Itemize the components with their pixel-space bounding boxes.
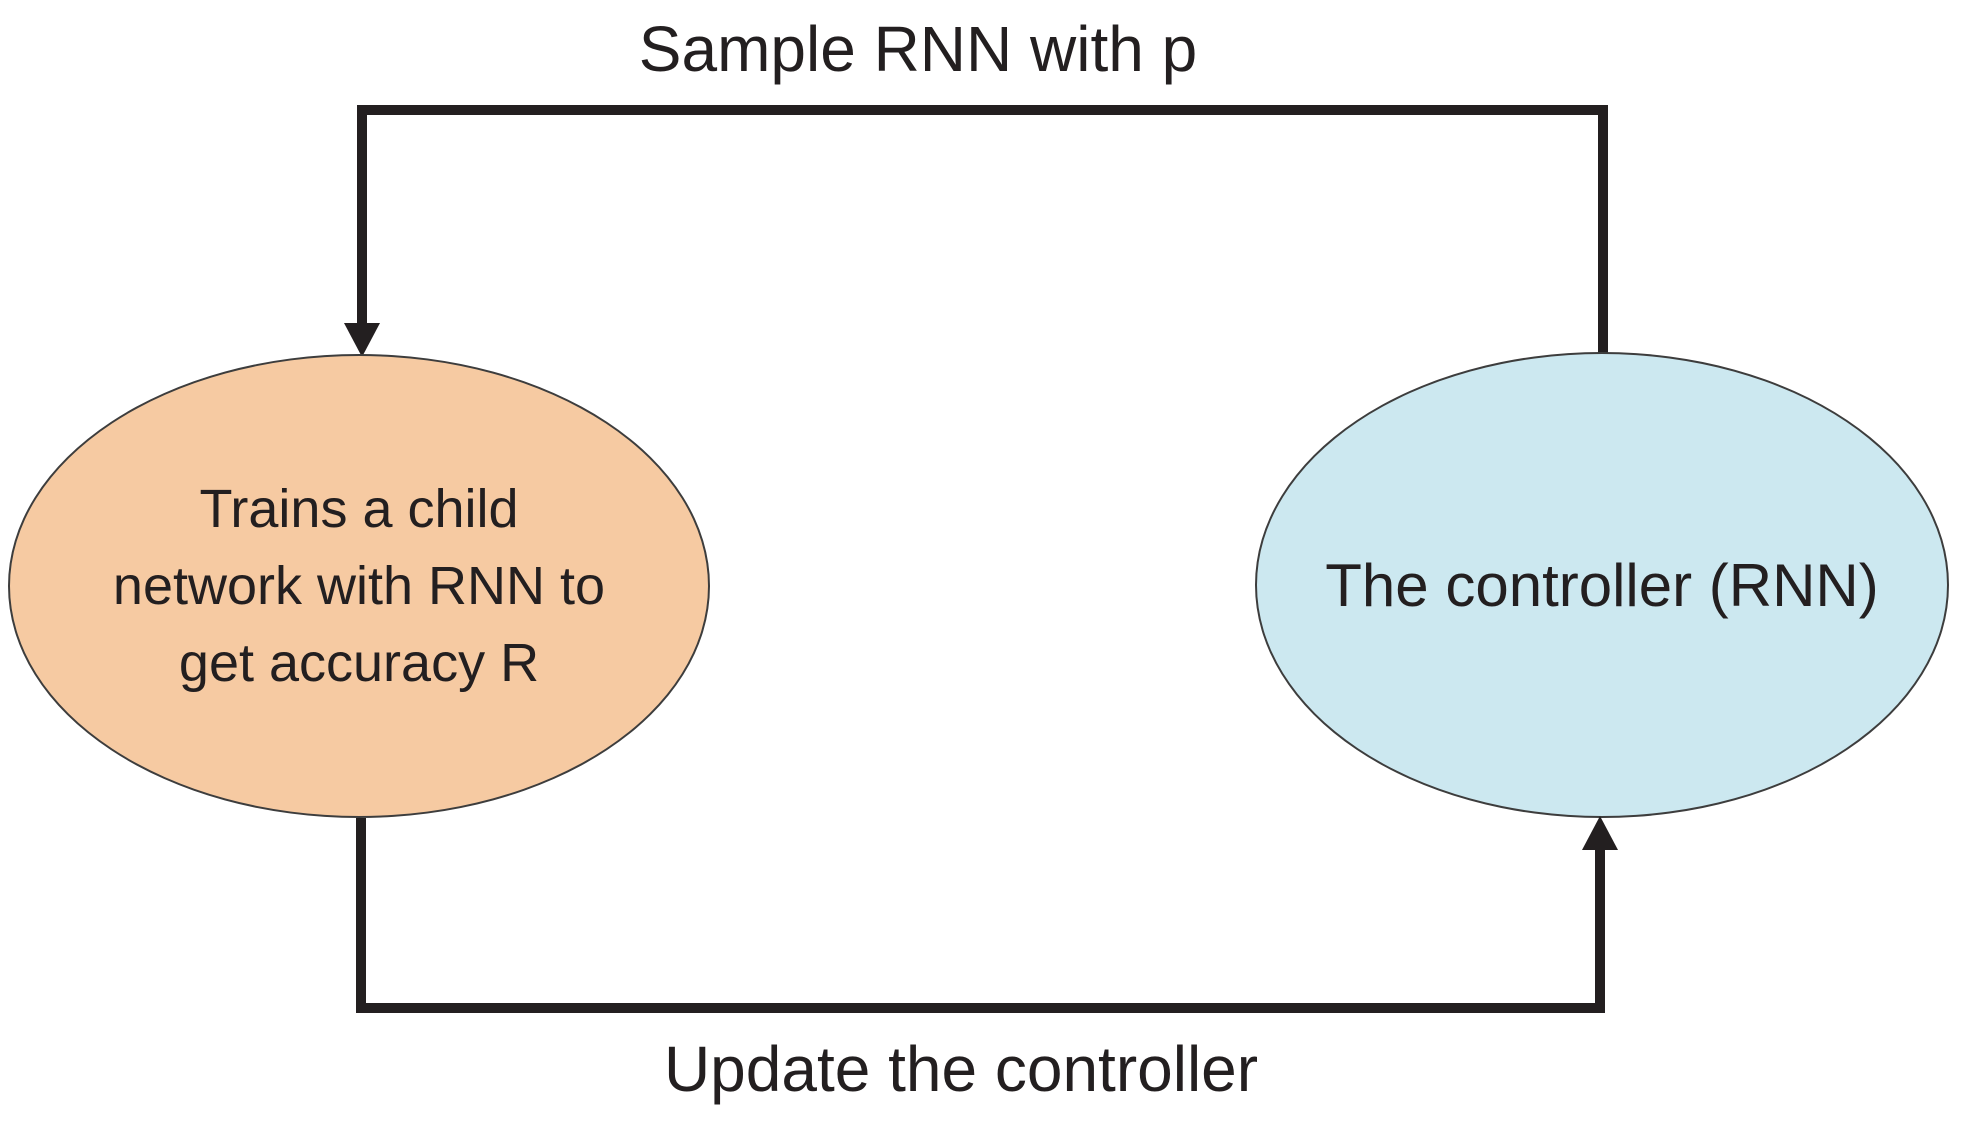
child-network-ellipse: Trains a child network with RNN to get a… (8, 354, 710, 818)
arrowhead-down-icon (344, 323, 380, 357)
bottom-edge-horizontal-line (356, 1003, 1605, 1013)
bottom-edge-right-vertical-line (1595, 849, 1605, 1013)
child-network-label-line2: network with RNN to (112, 555, 606, 616)
child-network-label-line1: Trains a child (199, 478, 519, 539)
top-edge-left-vertical-line (357, 105, 367, 325)
arrowhead-up-icon (1582, 816, 1618, 850)
top-edge-horizontal-line (357, 105, 1608, 115)
top-edge-label: Sample RNN with p (638, 13, 1198, 85)
controller-label: The controller (RNN) (1325, 551, 1879, 619)
child-network-label-line3: get accuracy R (178, 632, 540, 693)
controller-ellipse: The controller (RNN) (1255, 352, 1949, 818)
bottom-edge-label: Update the controller (663, 1033, 1259, 1105)
bottom-edge-left-vertical-line (356, 818, 366, 1013)
top-edge-right-vertical-line (1598, 105, 1608, 353)
